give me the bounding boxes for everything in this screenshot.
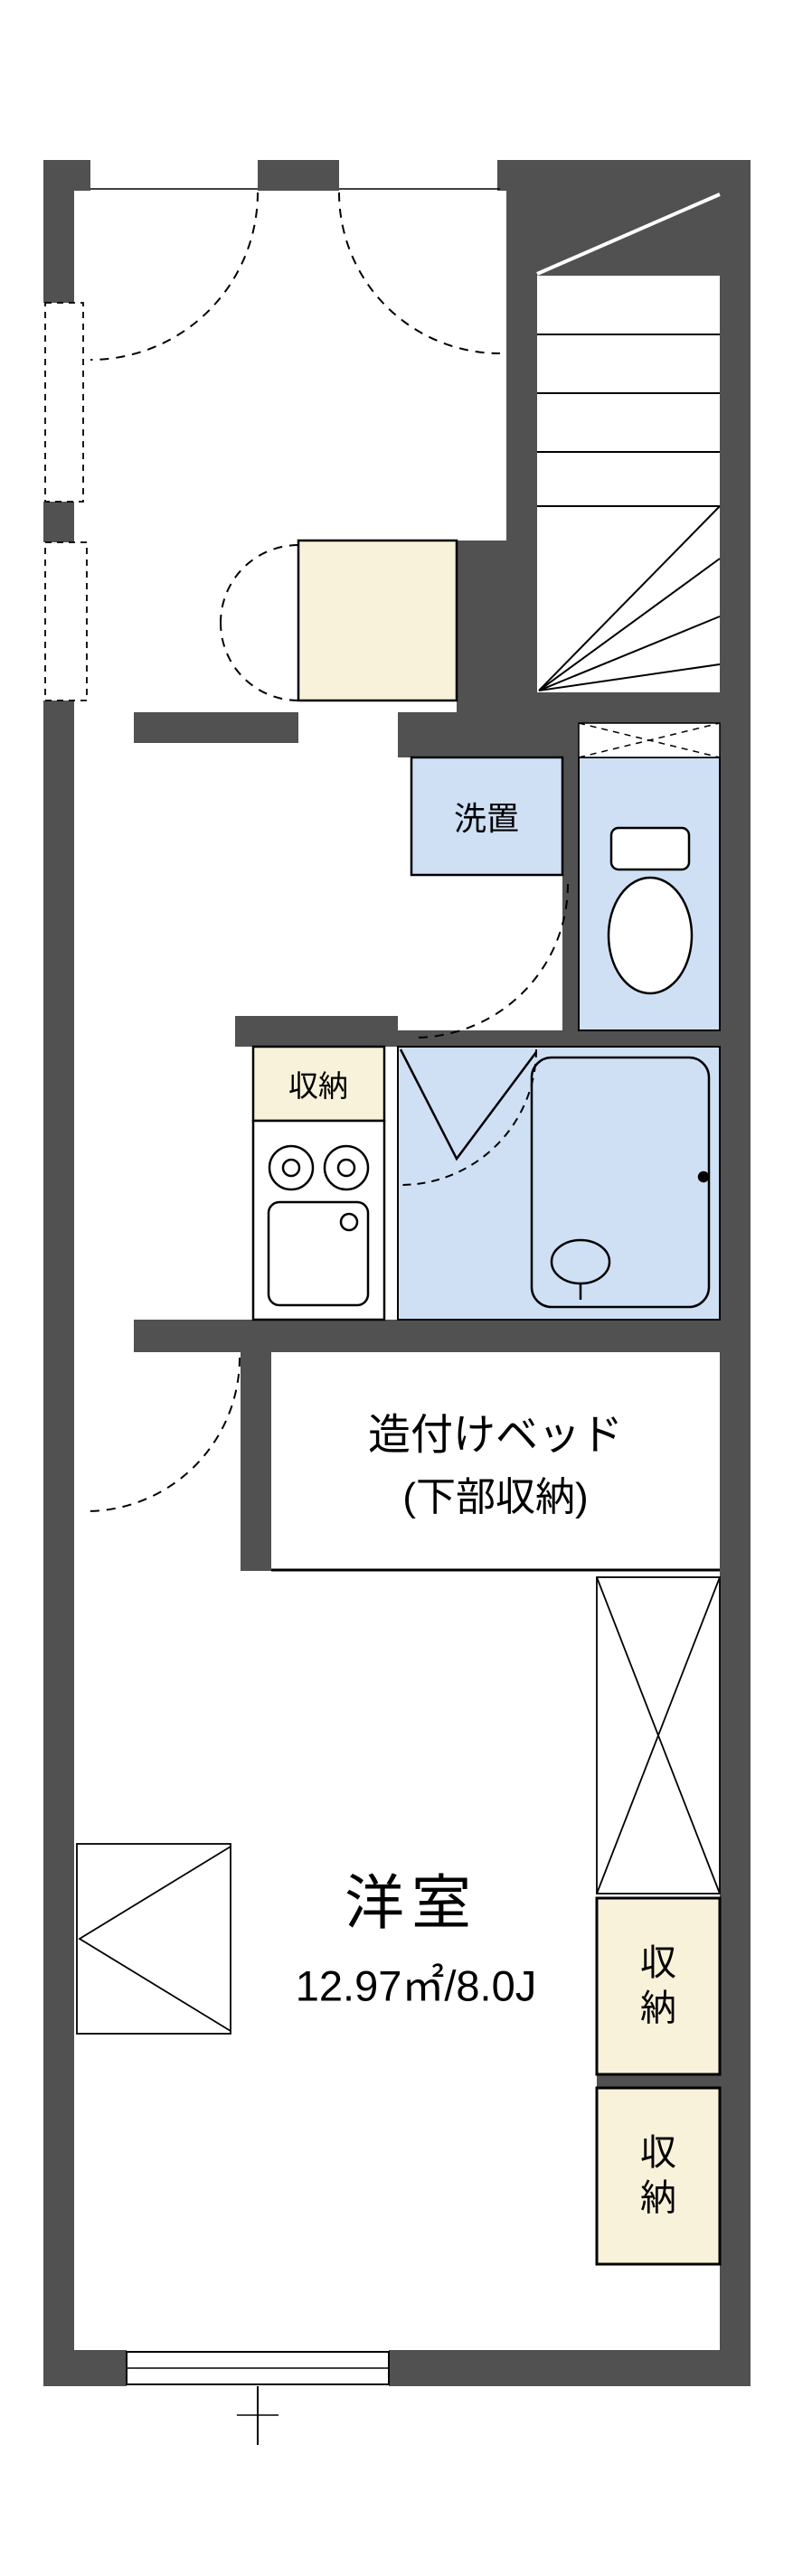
bath-door-knob: [697, 1170, 710, 1183]
main-room-area: 12.97㎡/8.0J: [295, 1961, 537, 2010]
bathroom-door: [399, 1048, 538, 1186]
wall-closet-separator: [597, 2074, 720, 2088]
kitchen-storage-label: 収納: [288, 1069, 348, 1103]
door-swing-arcs: [85, 192, 569, 1512]
wall-bed-left: [241, 1352, 271, 1571]
wall-top-mid: [258, 160, 339, 191]
wall-top-right: [497, 160, 751, 191]
stove-unit-box: [251, 1119, 386, 1321]
stair-treads: [537, 334, 721, 691]
cabinet-door-arc-bottom: [220, 622, 299, 701]
wall-hall-left: [134, 712, 298, 743]
wall-kitchen-cabinet-right: [457, 541, 506, 712]
washer-area-box: [410, 756, 564, 877]
room-window-symbol: [78, 1846, 231, 2032]
hall-window: [44, 541, 88, 701]
wall-left-a: [43, 160, 74, 303]
entrance-window: [44, 302, 84, 503]
void-closet-cross: [596, 1576, 721, 1894]
main-room-name: 洋室: [345, 1869, 478, 1936]
toilet-tank: [609, 826, 691, 871]
toilet-bowl: [607, 876, 694, 995]
toilet-door-arc: [413, 883, 569, 1039]
kitchen-cabinet-box: [297, 539, 458, 702]
wall-bottom-right: [389, 2350, 751, 2386]
sink-faucet: [339, 1212, 359, 1232]
toilet-window-cross: [578, 722, 721, 758]
entrance-door-arc: [90, 192, 259, 361]
wall-stair-left: [506, 191, 537, 692]
closet-upper-box: [595, 1896, 722, 2076]
stair-landing-cut-line: [536, 193, 721, 276]
bed-label-line1: 造付けベッド: [368, 1410, 623, 1459]
left-wall-windows: [44, 302, 88, 701]
toilet-fixture: [607, 826, 694, 995]
bathtub: [530, 1056, 711, 1309]
walls: [43, 160, 751, 2386]
kitchen-sink: [267, 1200, 370, 1307]
wall-bottom-left: [43, 2350, 127, 2386]
wall-left-c: [43, 700, 74, 2386]
wall-above-bathroom: [398, 1030, 751, 1047]
wall-toilet-left: [562, 757, 579, 1030]
wall-right: [720, 160, 751, 2386]
wall-hall-right: [398, 712, 579, 757]
wall-above-kitchen: [235, 1016, 398, 1047]
room-door-arc: [85, 1357, 241, 1512]
hall-door-arc: [338, 192, 501, 354]
bed-label-line2: (下部収納): [402, 1475, 589, 1519]
bottom-window: [126, 2351, 390, 2445]
closet-lower-label: 収納: [640, 2133, 676, 2218]
washer-area-label: 洗置: [453, 800, 520, 837]
bathroom-box: [397, 1046, 721, 1321]
closet-lower-box: [595, 2086, 722, 2266]
stove-burners: [268, 1144, 370, 1191]
closet-upper-label: 収納: [640, 1943, 676, 2028]
wall-left-b: [43, 502, 74, 542]
wall-below-bathroom: [134, 1320, 751, 1352]
cabinet-door-arc-top: [220, 544, 299, 624]
room-window-box: [76, 1843, 231, 2035]
